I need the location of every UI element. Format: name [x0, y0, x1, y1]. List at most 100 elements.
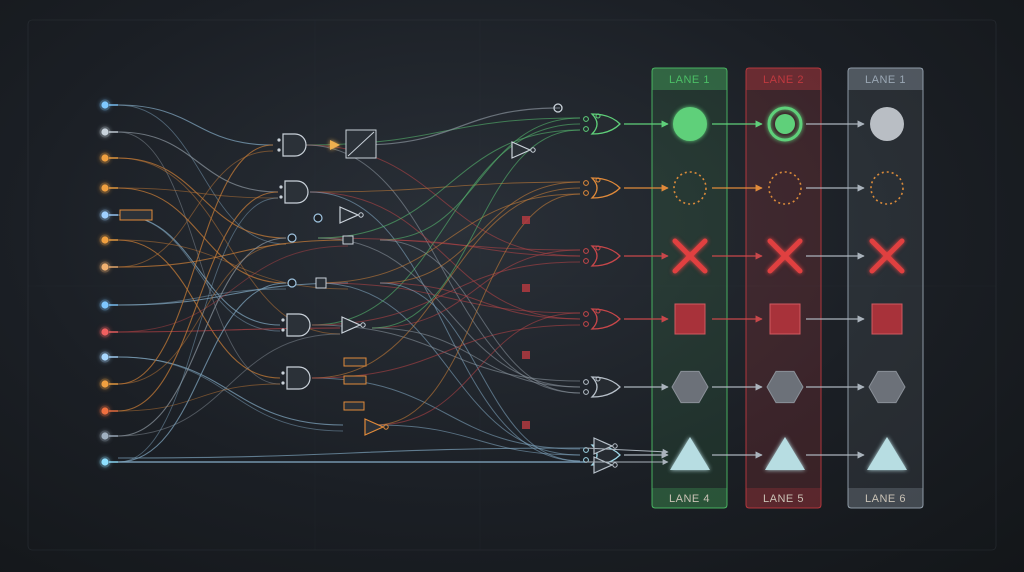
and-gate-body [286, 313, 311, 337]
router-gate-body [590, 177, 621, 199]
gate-wire [317, 193, 581, 284]
gate-pin [583, 116, 589, 122]
lane-bottom-label: LANE 5 [763, 493, 804, 505]
input-node [101, 154, 109, 162]
input-wire [117, 239, 349, 268]
lane-top-label: LANE 1 [865, 74, 906, 86]
gate-pin [277, 138, 281, 142]
gate-wire [379, 239, 581, 394]
input-wire [117, 104, 274, 146]
triangle-symbol [765, 437, 805, 470]
gate-bubble [358, 212, 364, 218]
gate-bubble [612, 443, 618, 449]
input-wire [117, 157, 287, 239]
and-gate-body [284, 180, 309, 204]
gate-wire [311, 324, 581, 382]
dotted-circle-symbol [673, 171, 707, 205]
input-node [101, 301, 109, 309]
lane-footer [746, 488, 821, 508]
gate-pin [595, 113, 601, 119]
filled-circle-symbol [775, 114, 795, 134]
input-node [101, 236, 109, 244]
input-wire [117, 383, 281, 412]
gate-wire [374, 193, 581, 426]
gate-wire [309, 191, 581, 320]
lane-header [848, 68, 923, 90]
input-node [101, 263, 109, 271]
junction-node [287, 278, 297, 288]
router-gate [583, 177, 621, 199]
gate-pin [279, 195, 283, 199]
row-arrow [584, 447, 669, 455]
router-gate-body [590, 308, 621, 330]
gate-bubble [360, 322, 366, 328]
lane-footer [848, 488, 923, 508]
bus-wire [117, 447, 586, 459]
input-node [101, 353, 109, 361]
mux-diagonal [347, 131, 375, 157]
buffer-gate-body [593, 437, 614, 455]
gate-wire [311, 377, 581, 450]
input-node [101, 407, 109, 415]
buffer-gate-body [364, 418, 385, 436]
router-gate-body [590, 113, 621, 135]
input-node [101, 380, 109, 388]
input-wire [117, 333, 341, 437]
and-gate [281, 366, 311, 390]
input-wire [117, 282, 349, 306]
component-box [343, 357, 367, 367]
gate-pin [583, 311, 589, 317]
gate-wire [371, 129, 581, 329]
red-marker-square [522, 421, 530, 429]
input-wire [117, 282, 287, 463]
junction-node [553, 103, 563, 113]
logic-gate-cluster [119, 103, 621, 474]
gate-wire [311, 324, 581, 379]
lane-panel-frame [745, 67, 822, 509]
input-wire [117, 187, 279, 199]
gate-wire [359, 107, 561, 146]
gate-pin [583, 248, 589, 254]
router-gate-body [590, 376, 621, 398]
buffer-gate-body [511, 141, 532, 159]
buffer-gate [339, 206, 364, 224]
input-node-column [99, 99, 118, 468]
input-wire [117, 187, 287, 284]
and-gate-body [286, 366, 311, 390]
gate-wire [317, 129, 581, 239]
ring-circle-symbol [767, 106, 803, 142]
gate-pin [595, 177, 601, 183]
buffer-gate [593, 437, 618, 455]
dotted-circle-symbol [768, 171, 802, 205]
gate-wire [311, 123, 581, 326]
red-marker-square [522, 216, 530, 224]
red-marker-square [522, 284, 530, 292]
input-wire [117, 191, 279, 412]
gate-wire [379, 282, 581, 462]
input-node [101, 184, 109, 192]
triangle-symbol [867, 437, 907, 470]
gate-pin [595, 245, 601, 251]
lane-header [652, 68, 727, 90]
input-wire [117, 157, 341, 335]
component-box [343, 401, 365, 411]
dotted-circle-symbol [870, 171, 904, 205]
gate-wire [379, 181, 581, 284]
input-wire [117, 131, 279, 193]
gate-wire [371, 249, 581, 329]
component-box [315, 277, 327, 289]
gate-pin [281, 328, 285, 332]
input-wire [117, 356, 344, 432]
gate-wire [317, 282, 581, 314]
lane-bottom-label: LANE 6 [865, 493, 906, 505]
gate-pin [281, 381, 285, 385]
router-gate [583, 113, 621, 135]
gate-wire [371, 327, 581, 388]
gate-pin [583, 321, 589, 327]
square-symbol [674, 303, 706, 335]
gate-wire [374, 312, 581, 426]
gate-wire [374, 424, 581, 456]
lane-panel-3: LANE 1 LANE 6 [847, 67, 924, 509]
